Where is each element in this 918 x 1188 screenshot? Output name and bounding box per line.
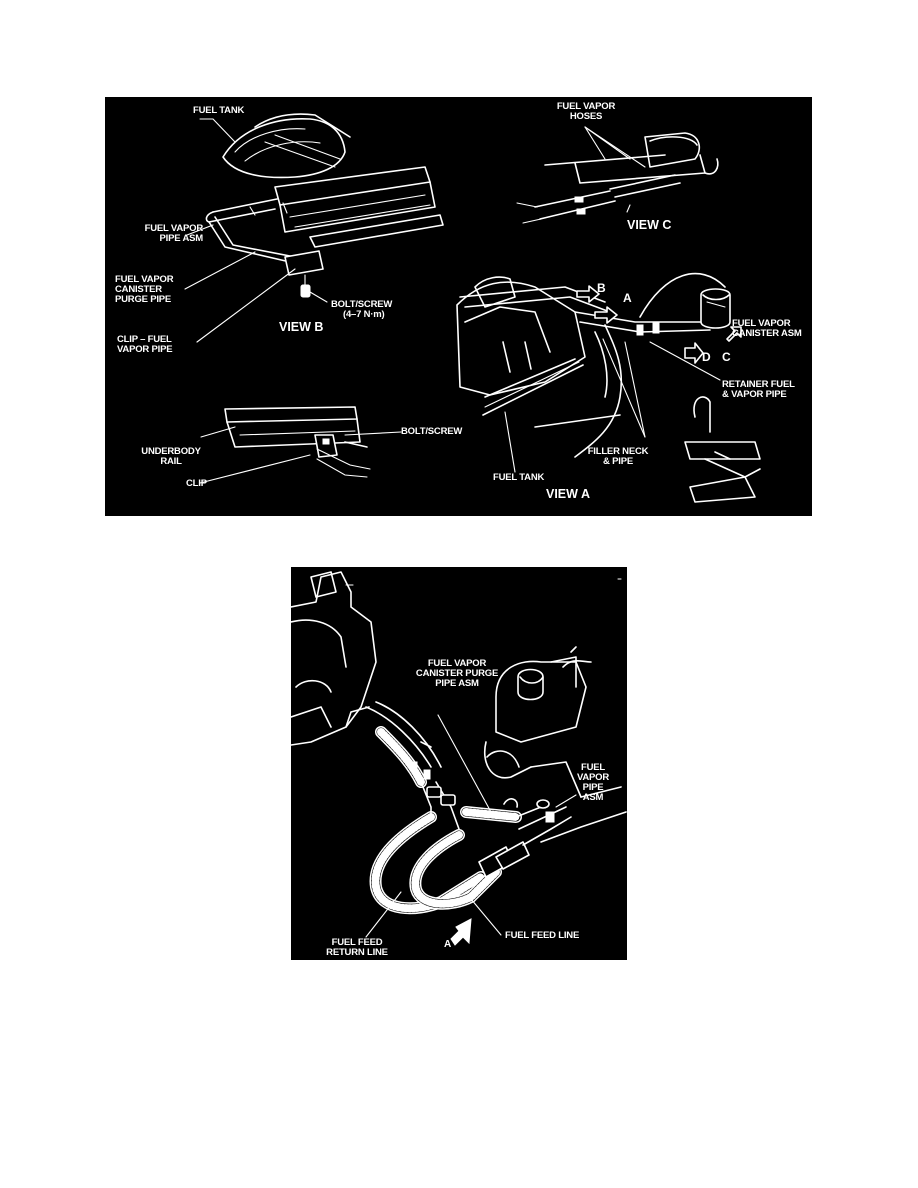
figure-2-illustration [291, 571, 627, 946]
label-line: & VAPOR PIPE [722, 389, 787, 400]
label-line: VAPOR [576, 772, 610, 783]
label-line: CANISTER PURGE [415, 668, 499, 679]
label-line: FUEL VAPOR [556, 101, 616, 112]
label-line: VAPOR PIPE [117, 344, 173, 355]
label-line: UNDERBODY [141, 446, 201, 457]
view-d-title: VIEW D [276, 500, 321, 514]
view-a-title: VIEW A [546, 487, 590, 501]
label-line: CLIP – FUEL [117, 334, 172, 345]
view-a-drawing [456, 272, 761, 503]
figure-1-fuel-vapor-pipe-views: FUEL TANK FUEL VAPOR PIPE ASM FUEL VAPOR… [105, 97, 812, 516]
label-fuel-tank-b: FUEL TANK [193, 105, 245, 116]
leader-purge-pipe [437, 714, 492, 813]
label-line: FUEL VAPOR [427, 658, 487, 669]
master-cylinder-drawing [484, 646, 622, 798]
torque-spec: (4–7 N·m) [343, 309, 385, 320]
label-bolt-screw-b: BOLT/SCREW (4–7 N·m) [331, 300, 392, 320]
label-retainer-fuel-vapor-pipe: RETAINER FUEL & VAPOR PIPE [722, 380, 795, 400]
label-clip-d: CLIP [186, 478, 207, 489]
label-line: BOLT/SCREW [331, 299, 393, 310]
label-line: FILLER NECK [587, 446, 649, 457]
label-clip-fuel-vapor-pipe: CLIP – FUEL VAPOR PIPE [117, 334, 173, 355]
label-purge-pipe-asm: FUEL VAPOR CANISTER PURGE PIPE ASM [405, 659, 509, 689]
label-line: FUEL [580, 762, 605, 773]
view-d-drawing [199, 406, 402, 484]
view-b-title: VIEW B [279, 320, 324, 334]
hose-drawing [365, 701, 627, 915]
label-line: RAIL [160, 456, 182, 467]
label-line: RETAINER FUEL [722, 379, 795, 390]
label-fuel-feed-return-line: FUEL FEED RETURN LINE [317, 938, 397, 958]
label-line: & PIPE [603, 456, 633, 467]
view-a-arrow-icon [450, 918, 472, 946]
label-fuel-tank-a: FUEL TANK [493, 472, 545, 483]
label-bolt-screw-d: BOLT/SCREW [401, 426, 463, 437]
label-line: FUEL FEED [331, 937, 383, 948]
label-canister-purge-pipe-b: FUEL VAPOR CANISTER PURGE PIPE [115, 274, 174, 305]
arrow-label-d: D [702, 350, 711, 364]
label-underbody-rail: UNDERBODY RAIL [133, 447, 209, 467]
label-line: FUEL VAPOR [115, 274, 174, 285]
label-filler-neck-pipe: FILLER NECK & PIPE [583, 447, 653, 467]
label-line: FUEL VAPOR [144, 223, 204, 234]
label-line: CANISTER [115, 284, 162, 295]
arrow-label-c: C [722, 350, 731, 364]
label-line: RETURN LINE [326, 947, 388, 958]
view-a-arrow-label: A [444, 939, 452, 950]
leader-feed-line [470, 898, 502, 936]
label-line: HOSES [569, 111, 603, 122]
label-line: PIPE [582, 782, 604, 793]
label-fuel-vapor-pipe-asm: FUEL VAPOR PIPE ASM [571, 763, 615, 803]
engine-block-drawing [291, 571, 377, 746]
view-c-drawing [516, 126, 719, 224]
label-fuel-feed-line: FUEL FEED LINE [505, 930, 580, 941]
leader-return-line [365, 891, 402, 938]
view-c-title: VIEW C [627, 218, 672, 232]
view-b-drawing [184, 113, 444, 343]
label-fuel-vapor-pipe-asm-b: FUEL VAPOR PIPE ASM [105, 223, 204, 244]
figure-1-illustration [184, 113, 761, 503]
label-line: CANISTER ASM [732, 328, 802, 339]
arrow-label-a: A [623, 291, 632, 305]
arrow-label-b: B [597, 281, 606, 295]
label-fuel-vapor-canister-asm: FUEL VAPOR CANISTER ASM [732, 319, 802, 339]
label-line: PURGE PIPE [115, 294, 172, 305]
figure-2-fuel-line-connections: FUEL VAPOR CANISTER PURGE PIPE ASM FUEL … [291, 567, 627, 960]
leader-vapor-pipe [555, 794, 577, 808]
label-line: PIPE ASM [435, 678, 479, 689]
label-line: FUEL VAPOR [732, 318, 791, 329]
label-line: PIPE ASM [159, 233, 204, 244]
label-fuel-vapor-hoses: FUEL VAPOR HOSES [541, 102, 631, 122]
label-line: ASM [582, 792, 604, 803]
